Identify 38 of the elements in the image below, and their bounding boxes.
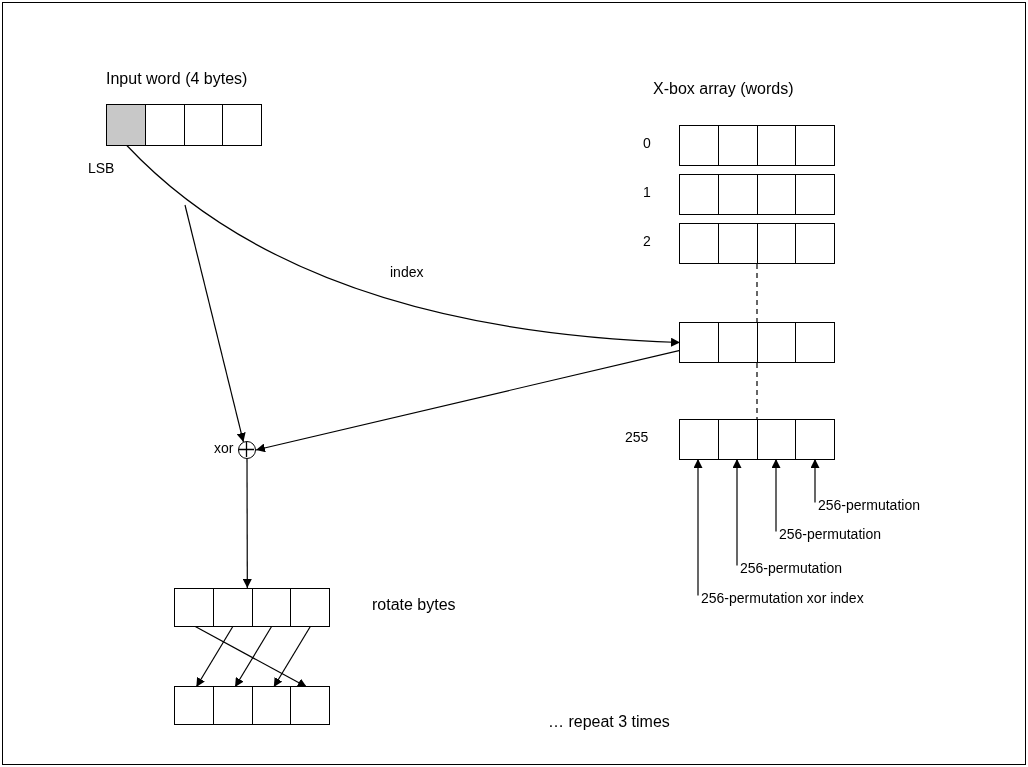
xor-symbol (238, 441, 256, 459)
byte-row (174, 686, 330, 725)
leader-arrow (732, 458, 742, 567)
note-text: rotate bytes (372, 596, 456, 615)
leader-arrow (771, 458, 781, 533)
index-label: 1 (643, 184, 651, 201)
index-label: 255 (625, 429, 649, 446)
word-row (679, 223, 835, 264)
heading: Input word (4 bytes) (106, 70, 248, 89)
arrow (184, 204, 246, 443)
permutation-label: 256-permutation (776, 526, 881, 542)
input-word-row (106, 104, 262, 146)
word-row (679, 174, 835, 215)
index-label: 0 (643, 135, 651, 152)
arrow (273, 625, 312, 688)
arrow (195, 625, 234, 688)
note-text: … repeat 3 times (548, 713, 670, 732)
leader-arrow (810, 458, 820, 504)
byte-row (174, 588, 330, 627)
byte-cell (107, 105, 146, 145)
heading: X-box array (words) (653, 80, 794, 99)
permutation-label: 256-permutation xor index (698, 590, 864, 606)
edge-label: index (388, 264, 426, 280)
operator-label: xor (214, 440, 234, 457)
index-label: 2 (643, 233, 651, 250)
permutation-label: 256-permutation (737, 560, 842, 576)
arrow (234, 625, 273, 688)
word-row (679, 125, 835, 166)
arrow (255, 349, 681, 453)
permutation-label: 256-permutation (815, 497, 920, 513)
word-row (679, 419, 835, 460)
word-row (679, 322, 835, 363)
arrow (242, 458, 252, 589)
dashed-connector (756, 362, 758, 420)
dashed-connector (756, 263, 758, 323)
byte-label: LSB (88, 160, 115, 177)
arrow (125, 144, 681, 347)
leader-arrow (693, 458, 703, 597)
